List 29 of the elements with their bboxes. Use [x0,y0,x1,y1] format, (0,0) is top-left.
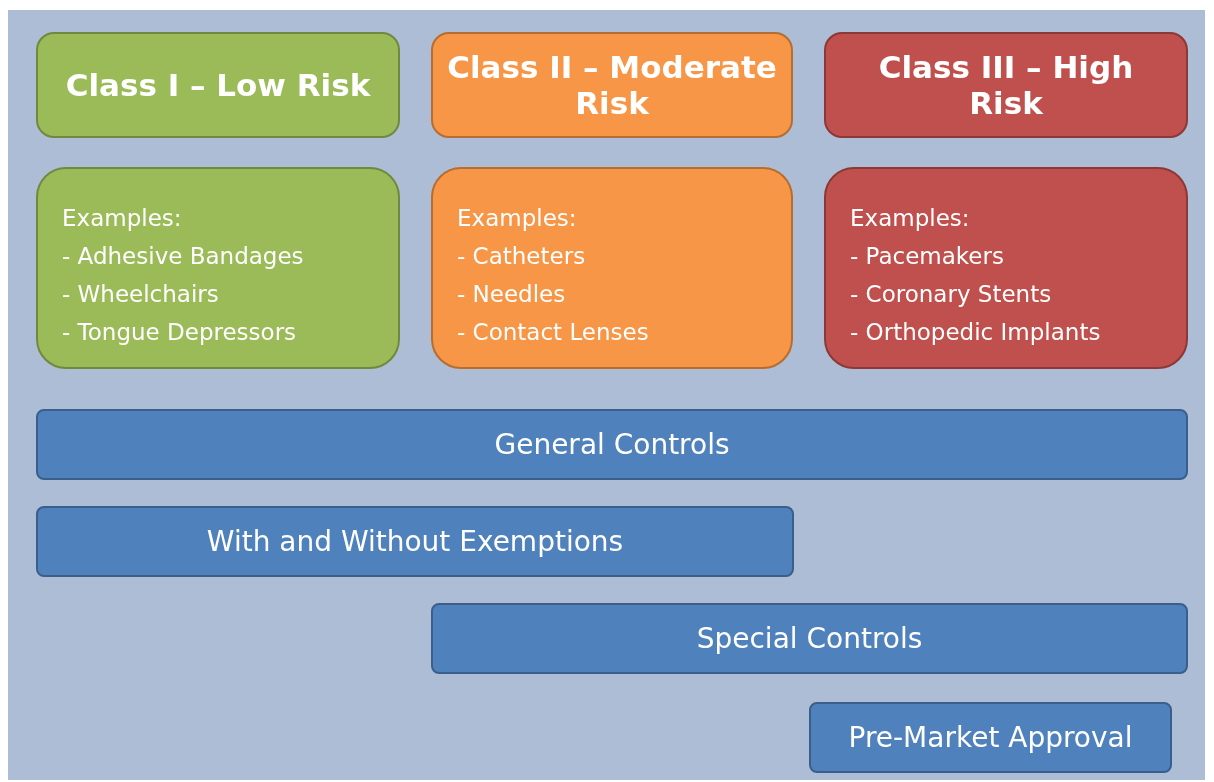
examples-box [431,167,793,369]
control-label: General Controls [494,428,730,461]
class-header-box [824,32,1188,138]
class-header-box [431,32,793,138]
example-item: - Contact Lenses [457,318,650,347]
control-label: Special Controls [696,622,923,655]
class-title: Class II – Moderate Risk [446,49,778,121]
control-bar [36,409,1188,480]
example-item: - Coronary Stents [850,280,1053,309]
examples-heading: Examples: [457,204,578,233]
example-item: - Wheelchairs [62,280,220,309]
control-bar [36,506,794,577]
example-item: - Catheters [457,242,587,271]
class-title: Class I – Low Risk [65,67,371,103]
examples-box [824,167,1188,369]
examples-heading: Examples: [850,204,971,233]
example-item: - Pacemakers [850,242,1005,271]
class-header-box [36,32,400,138]
control-bar [431,603,1188,674]
control-bar [809,702,1172,773]
control-label: With and Without Exemptions [206,525,624,558]
examples-box [36,167,400,369]
examples-heading: Examples: [62,204,183,233]
example-item: - Orthopedic Implants [850,318,1102,347]
example-item: - Tongue Depressors [62,318,298,347]
class-title: Class III – High Risk [877,49,1135,121]
example-item: - Adhesive Bandages [62,242,305,271]
control-label: Pre-Market Approval [848,721,1133,754]
example-item: - Needles [457,280,567,309]
